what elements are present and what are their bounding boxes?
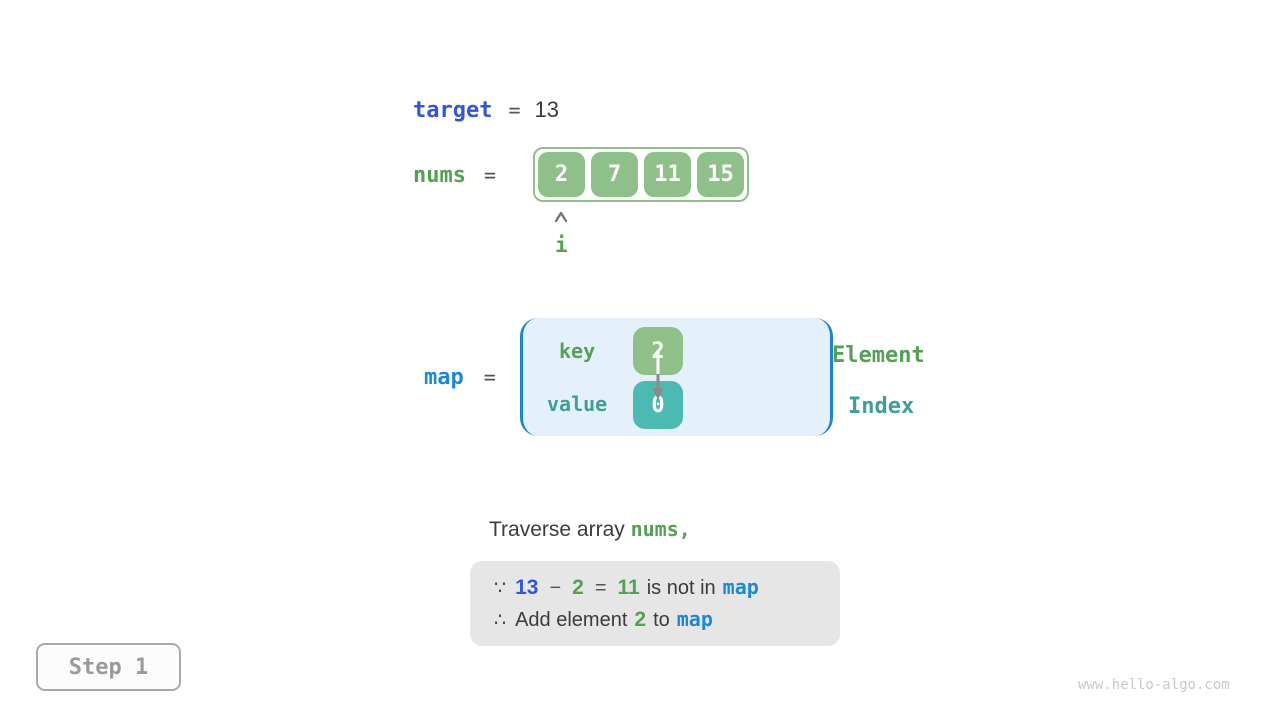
array-cell: 15: [697, 152, 744, 197]
caption: Traverse array nums,: [489, 517, 691, 542]
equals-sign: =: [594, 577, 607, 599]
nums-array: 2 7 11 15: [533, 147, 749, 202]
element-annotation: Element: [832, 343, 925, 368]
note-line-1: ∵ 13 − 2 = 11 is not in map: [494, 575, 840, 600]
note-text-3: to: [653, 609, 670, 631]
therefore-symbol: ∴: [494, 610, 507, 631]
target-label: target: [413, 98, 493, 123]
subtrahend: 2: [572, 576, 584, 599]
difference: 11: [617, 576, 640, 599]
index-pointer-label: i: [555, 233, 568, 257]
array-cell: 7: [591, 152, 638, 197]
map-label: map: [424, 365, 464, 390]
added-element: 2: [634, 608, 647, 631]
caption-code: nums: [630, 517, 679, 541]
map-container: key 2 value 0: [520, 318, 833, 436]
note-text-2: Add element: [515, 609, 628, 631]
index-annotation: Index: [848, 394, 915, 419]
map-key-label: key: [559, 339, 596, 363]
map-value-label: value: [547, 392, 608, 416]
target-equals: =: [508, 98, 521, 122]
minus-sign: −: [549, 577, 562, 599]
caption-prefix: Traverse array: [489, 518, 631, 541]
map-code-ref: map: [676, 607, 713, 631]
note-text-1: is not in: [646, 577, 716, 599]
nums-label: nums: [413, 163, 466, 188]
key-to-value-arrow-icon: [650, 352, 666, 427]
map-label-row: map =: [424, 365, 496, 390]
array-cell: 11: [644, 152, 691, 197]
step-badge: Step 1: [36, 643, 181, 691]
array-cell: 2: [538, 152, 585, 197]
note-line-2: ∴ Add element 2 to map: [494, 607, 840, 632]
minuend: 13: [515, 576, 539, 599]
target-row: target = 13: [413, 97, 559, 123]
nums-label-row: nums =: [413, 163, 496, 188]
note-box: ∵ 13 − 2 = 11 is not in map ∴ Add elemen…: [470, 561, 840, 646]
caption-suffix: ,: [678, 517, 691, 541]
map-equals: =: [483, 365, 496, 389]
index-pointer-icon: [553, 210, 569, 229]
target-value: 13: [534, 97, 560, 122]
because-symbol: ∵: [494, 578, 507, 599]
watermark: www.hello-algo.com: [1078, 677, 1230, 693]
nums-equals: =: [483, 163, 497, 187]
map-code-ref: map: [722, 575, 759, 599]
